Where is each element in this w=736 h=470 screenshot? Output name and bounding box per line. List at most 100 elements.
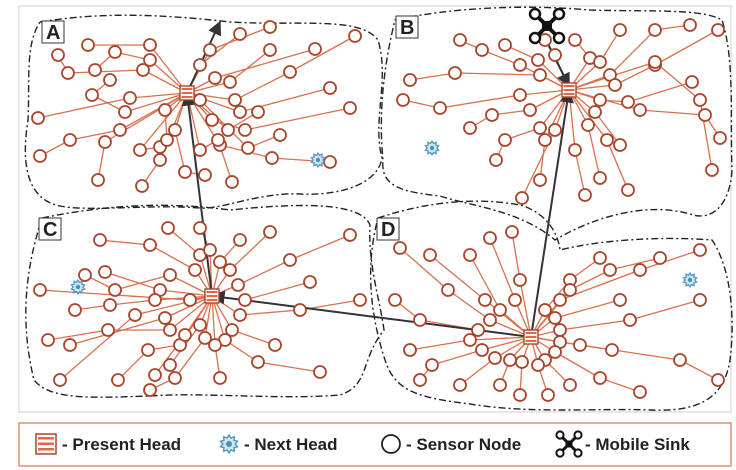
sensor-node-icon: [233, 308, 247, 322]
head-paths: [181, 20, 575, 338]
mobile-sink-icon: [528, 7, 566, 45]
present-head-icon: [523, 329, 539, 345]
sensor-node-icon: [533, 121, 547, 135]
sensor-node-icon: [233, 105, 247, 119]
sensor-link: [134, 295, 213, 316]
sensor-node-icon: [98, 265, 112, 279]
sensor-link: [569, 269, 611, 291]
sensor-node-icon: [143, 238, 157, 252]
sensor-link: [99, 239, 151, 246]
diagram-frame: [18, 5, 732, 413]
sensor-node-icon: [573, 338, 587, 352]
sensor-link: [429, 254, 486, 301]
zone-label-a: A: [46, 22, 60, 44]
sensor-node-icon: [123, 91, 137, 105]
sensor-node-icon: [593, 93, 607, 107]
zone-boundary-a: [24, 14, 383, 209]
sensor-link: [139, 92, 188, 151]
sensor-node-icon: [133, 143, 147, 157]
sensor-node-icon: [108, 45, 122, 59]
sensor-link: [519, 279, 532, 338]
head-path-arrow: [530, 88, 575, 338]
sensor-link: [289, 234, 351, 261]
sensor-link: [654, 29, 719, 66]
sensor-node-icon: [143, 53, 157, 67]
sensor-node-icon: [265, 151, 279, 165]
sensor-node-icon: [303, 275, 317, 289]
zone-label-d-group: D: [376, 217, 400, 241]
sensor-node-icon: [263, 225, 277, 239]
sensor-node-icon: [393, 241, 407, 255]
sensor-node-icon: [241, 141, 255, 155]
sensor-link: [199, 99, 249, 149]
sensor-link: [229, 231, 271, 271]
sensor-node-icon: [711, 23, 725, 37]
sensor-node-icon: [471, 323, 485, 337]
sensor-link: [439, 94, 521, 109]
sensor-link: [289, 35, 356, 73]
sensor-node-icon: [78, 268, 92, 282]
sensor-node-icon: [648, 55, 662, 69]
sensor-node-icon: [498, 38, 512, 52]
sensor-node-icon: [593, 251, 607, 265]
present-head-legend-icon: [35, 433, 57, 455]
sensor-node-icon: [213, 371, 227, 385]
sensor-node-icon: [621, 95, 635, 109]
sensor-link: [459, 357, 496, 386]
sensor-node-icon: [193, 318, 207, 332]
sensor-node-icon: [693, 293, 707, 307]
sensor-node-icon: [205, 113, 219, 127]
sensor-link: [104, 271, 161, 291]
sensor-node-icon: [33, 283, 47, 297]
sensor-node-icon: [493, 303, 507, 317]
sensor-node-icon: [193, 143, 207, 157]
mobile-sink-legend-icon: [555, 430, 583, 458]
sensor-node-icon: [143, 383, 157, 397]
sensor-link: [599, 377, 641, 393]
sensor-node-icon: [158, 311, 172, 325]
sensor-node-icon: [268, 338, 282, 352]
sensor-link: [629, 299, 701, 321]
sensor-node-icon: [111, 373, 125, 387]
sensor-node-icon: [483, 313, 497, 327]
sensor-node-icon: [238, 293, 252, 307]
sensor-node-icon: [603, 263, 617, 277]
sensor-link: [654, 61, 701, 101]
sensor-node-icon: [538, 133, 552, 147]
sensor-node-icon: [489, 153, 503, 167]
sensor-link: [399, 247, 449, 291]
sensor-node-icon: [413, 373, 427, 387]
sensor-node-icon: [183, 293, 197, 307]
sensor-link: [574, 149, 586, 196]
sensor-node-icon: [633, 385, 647, 399]
sensor-node-icon: [41, 333, 55, 347]
sensor-node-icon: [423, 248, 437, 262]
legend-present-head: - Present Head: [62, 435, 181, 454]
sensor-node-icon: [633, 103, 647, 117]
sensor-node-icon: [388, 293, 402, 307]
sensor-node-icon: [505, 225, 519, 239]
sensor-link: [234, 71, 291, 101]
legend-mobile-sink: - Mobile Sink: [585, 435, 690, 454]
sensor-node-icon: [193, 93, 207, 107]
sensor-node-icon: [453, 378, 467, 392]
sensor-node-icon: [523, 103, 537, 117]
sensor-node-icon: [513, 273, 527, 287]
sensor-link: [594, 111, 621, 146]
sensor-node-icon: [613, 138, 627, 152]
head-path-arrow: [181, 91, 213, 297]
sensor-link: [229, 49, 271, 83]
sensor-node-icon: [221, 123, 235, 137]
sensor-node-icon: [283, 253, 297, 267]
sensor-node-icon: [348, 29, 362, 43]
sensor-node-icon: [313, 365, 327, 379]
sensor-node-icon: [273, 128, 287, 142]
present-head-icon: [179, 85, 195, 101]
sensor-node-icon: [413, 313, 427, 327]
sensor-node-icon: [178, 328, 192, 342]
sensor-node-icon: [283, 65, 297, 79]
sensor-node-icon: [148, 293, 162, 307]
sensor-node-icon: [683, 18, 697, 32]
sensor-link: [109, 299, 156, 306]
sensor-link: [239, 309, 301, 316]
